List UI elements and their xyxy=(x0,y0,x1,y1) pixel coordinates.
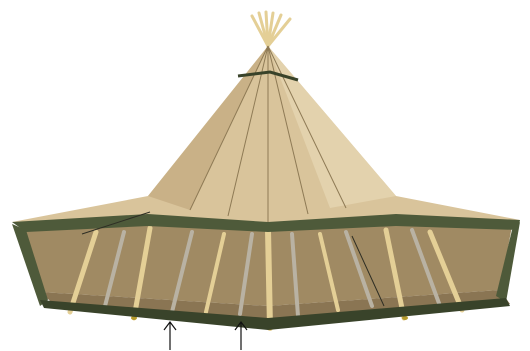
pole-arrow-left xyxy=(164,322,176,350)
apex-pole-tips xyxy=(252,12,290,46)
